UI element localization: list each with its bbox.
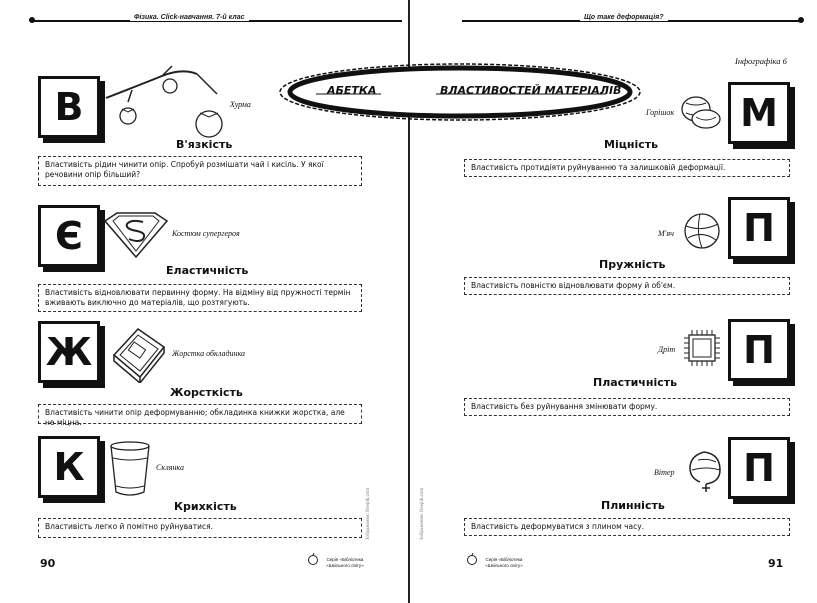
caption: Вітер: [654, 468, 675, 477]
series-line-1: Серія «Бібліотека: [326, 557, 364, 562]
property-title: Крихкість: [174, 500, 237, 513]
caption: Костюм супергероя: [172, 229, 240, 238]
left-header-title: Фізика. Click-навчання. 7-й клас: [130, 14, 249, 21]
property-description: Властивість чинити опір деформуванню; об…: [38, 404, 362, 427]
caption: Жорстка обкладинка: [172, 349, 246, 358]
left-page-header: Фізика. Click-навчання. 7-й клас: [0, 0, 408, 23]
property-description: Властивість протидіяти руйнуванню та зал…: [464, 159, 790, 177]
property-title: Пружність: [599, 258, 666, 271]
property-description: Властивість відновлювати первинну форму.…: [38, 284, 362, 312]
book-spine: [408, 0, 410, 603]
image-credit: Зображення: freepik.com: [420, 487, 425, 540]
right-header-title: Що таке деформація?: [580, 14, 668, 21]
header-dot: [29, 17, 35, 23]
property-title: Міцність: [604, 138, 659, 151]
right-page-number: 91: [768, 557, 784, 570]
title-banner: [279, 63, 641, 121]
property-title: Плинність: [601, 499, 665, 512]
letter-box: Є: [38, 205, 100, 267]
letter-box: Ж: [38, 321, 100, 383]
letter-box: В: [38, 76, 100, 138]
walnut-icon: [681, 96, 721, 129]
ball-icon: [684, 213, 720, 249]
property-description: Властивість рідин чинити опір. Спробуй р…: [38, 156, 362, 186]
series-line-1: Серія «Бібліотека: [485, 557, 523, 562]
property-description: Властивість повністю відновлювати форму …: [464, 277, 790, 295]
letter-box: П: [728, 437, 790, 499]
caption: Склянка: [156, 463, 184, 472]
apple-logo-icon: [467, 553, 477, 565]
letter-box: М: [728, 82, 790, 144]
banner-right-word: ВЛАСТИВОСТЕЙ МАТЕРІАЛІВ: [440, 84, 622, 97]
persimmon-icon: [105, 65, 223, 138]
infographic-label: Інфографіка 6: [735, 56, 787, 66]
property-title: Пластичність: [593, 376, 678, 389]
header-dot: [798, 17, 804, 23]
property-title: В'язкість: [176, 138, 233, 151]
property-description: Властивість легко й помітно руйнуватися.: [38, 518, 362, 538]
property-title: Жорсткість: [170, 386, 243, 399]
wind-icon: [689, 451, 721, 492]
caption: Дріт: [658, 345, 676, 354]
banner-left-word: АБЕТКА: [327, 84, 377, 97]
series-line-2: «Шкільного світу»: [485, 562, 523, 568]
property-description: Властивість деформуватися з плином часу.: [464, 518, 790, 536]
right-series-label: Серія «Бібліотека «Шкільного світу»: [479, 557, 529, 568]
caption: Хурма: [230, 100, 251, 109]
image-credit: Зображення: freepik.com: [366, 487, 371, 540]
caption: Горішок: [646, 108, 675, 117]
superhero-emblem-icon: [103, 212, 169, 259]
property-description: Властивість без руйнування змінювати фор…: [464, 398, 790, 416]
glass-icon: [110, 441, 150, 496]
letter-box: П: [728, 197, 790, 259]
series-line-2: «Шкільного світу»: [326, 562, 364, 568]
property-title: Еластичність: [166, 264, 249, 277]
right-page-header: Що таке деформація?: [410, 0, 817, 23]
letter-box: К: [38, 436, 100, 498]
left-page-number: 90: [40, 557, 56, 570]
left-series-label: Серія «Бібліотека «Шкільного світу»: [320, 557, 370, 568]
hardcover-book-icon: [112, 328, 166, 383]
wire-icon: [684, 330, 720, 366]
letter-box: П: [728, 319, 790, 381]
caption: М'яч: [658, 229, 674, 238]
apple-logo-icon: [308, 553, 318, 565]
